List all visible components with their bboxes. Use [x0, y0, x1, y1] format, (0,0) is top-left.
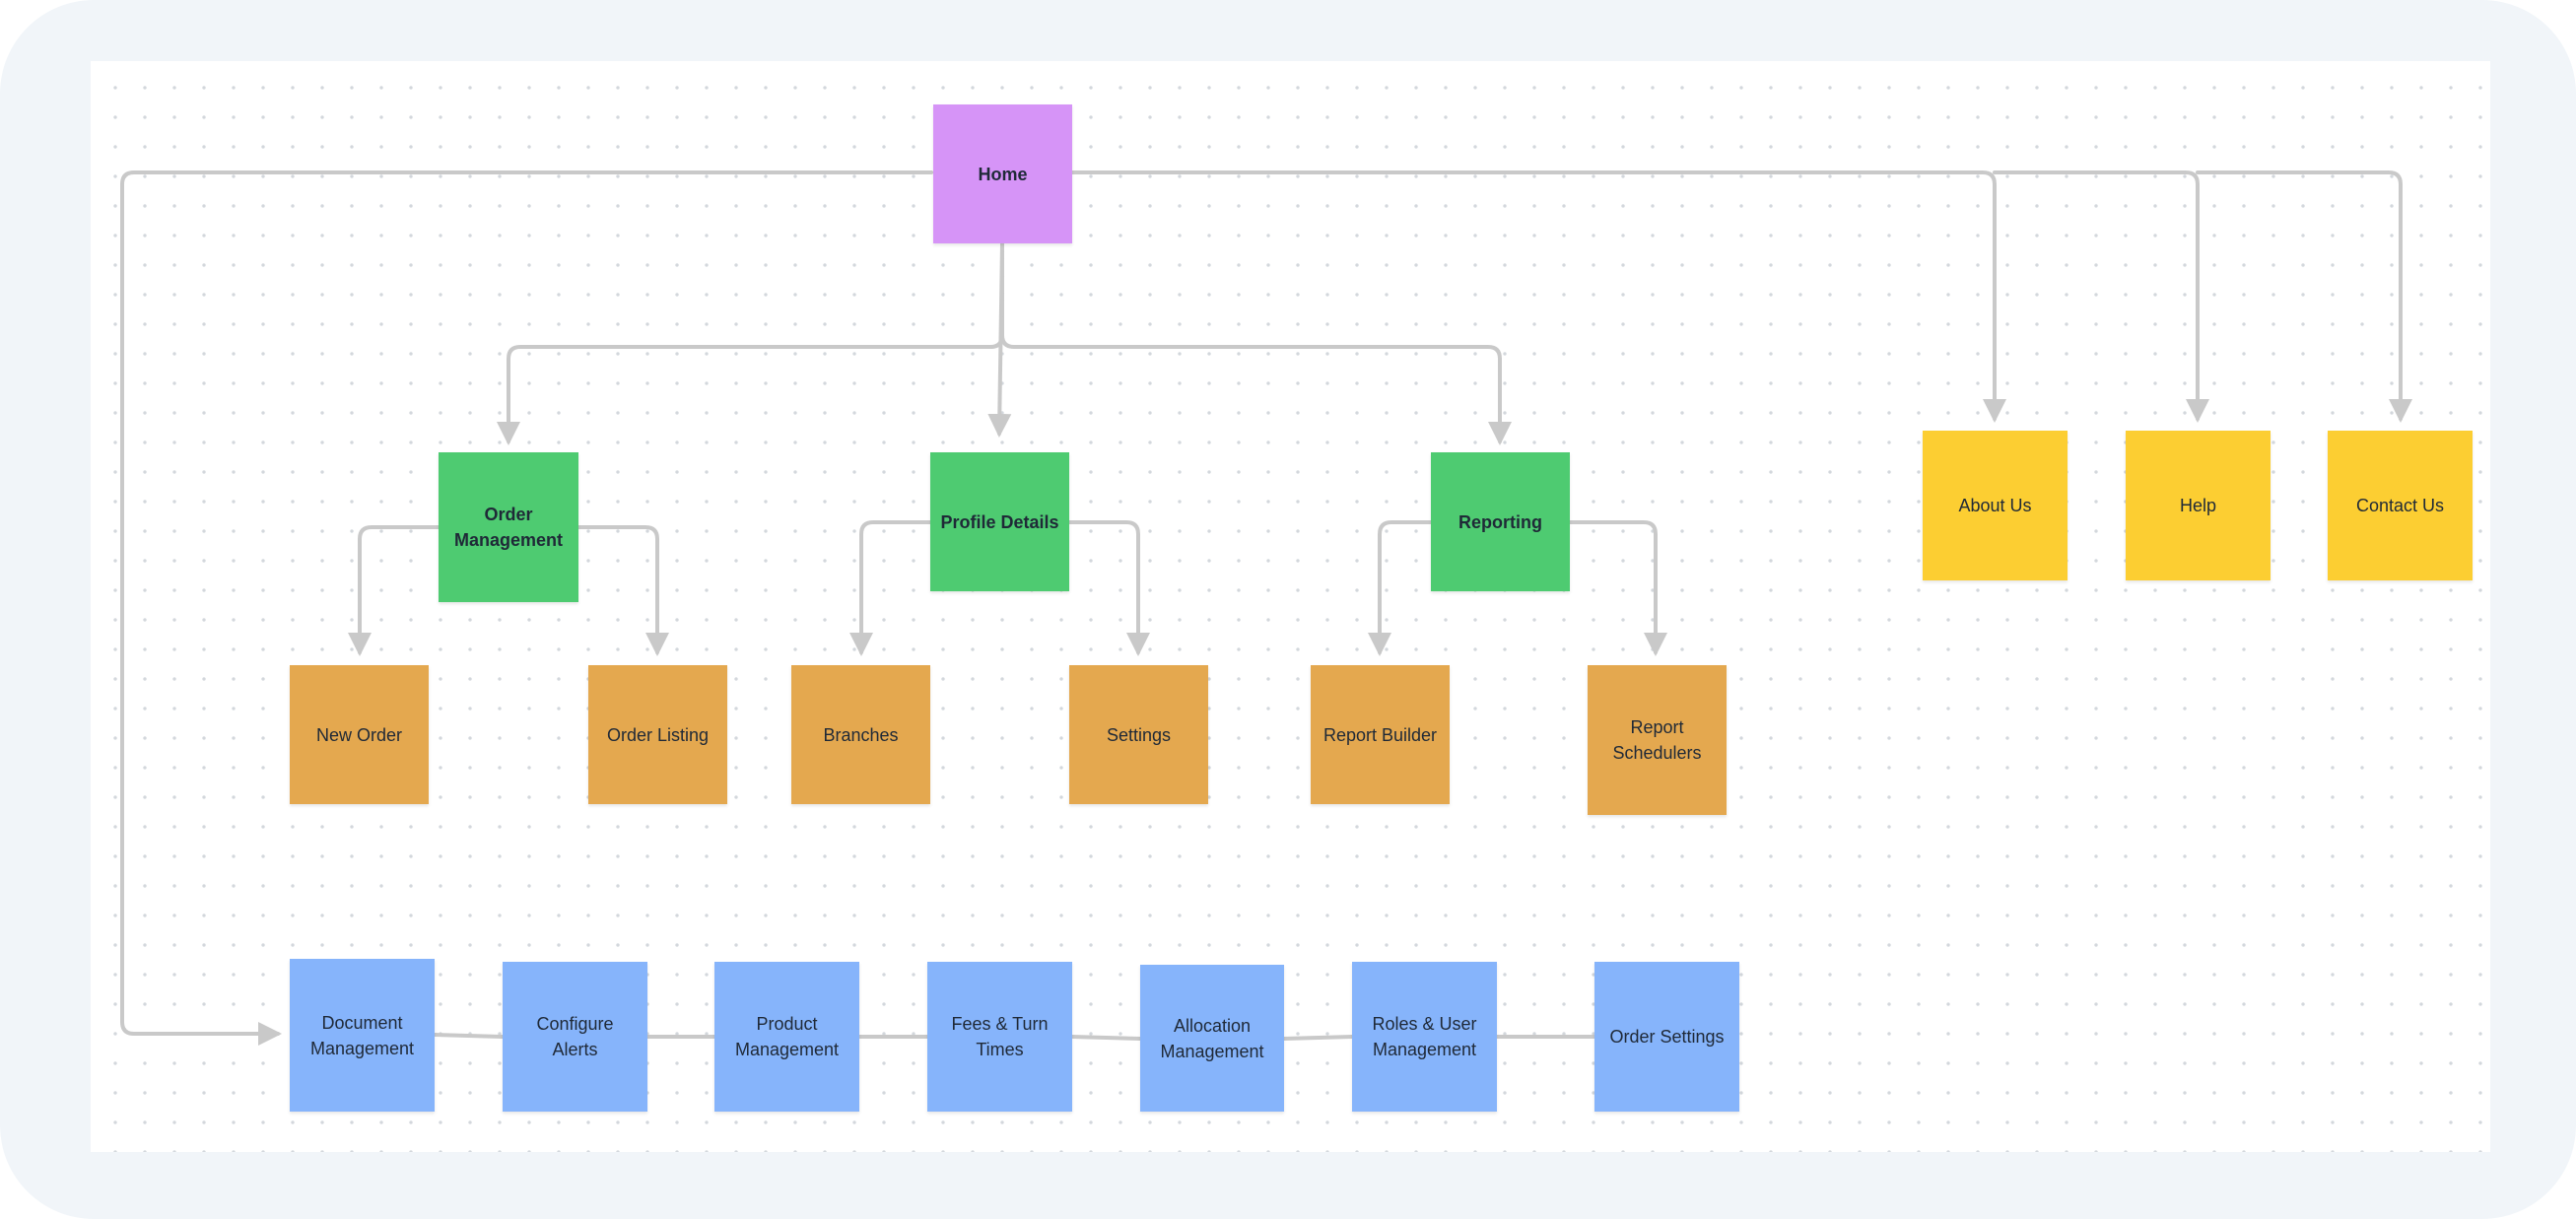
edge-home-order-management [497, 241, 1004, 445]
node-about-us[interactable]: About Us [1923, 431, 2068, 580]
node-order-settings[interactable]: Order Settings [1594, 962, 1739, 1112]
node-allocation-management[interactable]: Allocation Management [1140, 965, 1284, 1112]
node-document-management[interactable]: Document Management [290, 959, 435, 1112]
edge-home-help [1993, 170, 2209, 423]
node-product-management-label: Product Management [734, 1014, 840, 1059]
edge-allocation-to-roles [1282, 1035, 1354, 1041]
node-report-schedulers-label: Report Schedulers [1612, 717, 1702, 763]
node-document-management-label: Document Management [309, 1012, 415, 1058]
edge-reporting-report-schedulers [1568, 520, 1667, 656]
node-fees-turn-times[interactable]: Fees & Turn Times [927, 962, 1072, 1112]
node-new-order[interactable]: New Order [290, 665, 429, 804]
node-configure-alerts[interactable]: Configure Alerts [503, 962, 647, 1112]
node-new-order-label: New Order [315, 724, 403, 745]
edge-home-contact-us [2196, 170, 2412, 423]
edge-home-reporting [1000, 333, 1512, 445]
node-help[interactable]: Help [2126, 431, 2271, 580]
node-help-label: Help [2179, 496, 2217, 515]
edge-order-management-order-listing [576, 525, 669, 656]
edge-profile-details-branches [849, 520, 932, 656]
node-contact-us-label: Contact Us [2355, 496, 2445, 515]
edge-order-management-new-order [348, 525, 441, 656]
edge-profile-details-settings [1067, 520, 1150, 656]
node-order-listing-label: Order Listing [606, 724, 710, 745]
node-order-listing[interactable]: Order Listing [588, 665, 727, 804]
node-roles-user-management-label: Roles & User Management [1372, 1014, 1477, 1059]
node-product-management[interactable]: Product Management [714, 962, 859, 1112]
node-report-schedulers[interactable]: Report Schedulers [1588, 665, 1727, 815]
node-order-management[interactable]: Order Management [439, 452, 578, 602]
node-reporting[interactable]: Reporting [1431, 452, 1570, 591]
edge-home-about-us [1070, 170, 2006, 423]
node-order-settings-label: Order Settings [1609, 1027, 1725, 1047]
node-roles-user-management[interactable]: Roles & User Management [1352, 962, 1497, 1112]
edge-reporting-report-builder [1368, 520, 1433, 656]
node-profile-details-label: Profile Details [940, 511, 1059, 532]
node-report-builder[interactable]: Report Builder [1311, 665, 1450, 804]
node-reporting-label: Reporting [1458, 511, 1542, 532]
whiteboard-canvas[interactable] [91, 61, 2490, 1152]
node-about-us-label: About Us [1958, 496, 2032, 515]
node-settings-label: Settings [1106, 724, 1172, 745]
node-branches[interactable]: Branches [791, 665, 930, 804]
node-contact-us[interactable]: Contact Us [2328, 431, 2473, 580]
node-configure-alerts-label: Configure Alerts [536, 1014, 614, 1059]
edge-fees-to-allocation [1070, 1035, 1142, 1041]
node-branches-label: Branches [823, 724, 899, 745]
node-order-management-label: Order Management [453, 505, 564, 550]
node-fees-turn-times-label: Fees & Turn Times [951, 1014, 1049, 1059]
node-report-builder-label: Report Builder [1322, 724, 1438, 745]
node-profile-details[interactable]: Profile Details [930, 452, 1069, 591]
node-home[interactable]: Home [933, 104, 1072, 243]
node-allocation-management-label: Allocation Management [1160, 1015, 1264, 1061]
edge-document-to-alerts [433, 1033, 505, 1039]
node-home-label: Home [978, 164, 1028, 184]
edge-home-document-management [120, 170, 933, 1046]
node-settings[interactable]: Settings [1069, 665, 1208, 804]
